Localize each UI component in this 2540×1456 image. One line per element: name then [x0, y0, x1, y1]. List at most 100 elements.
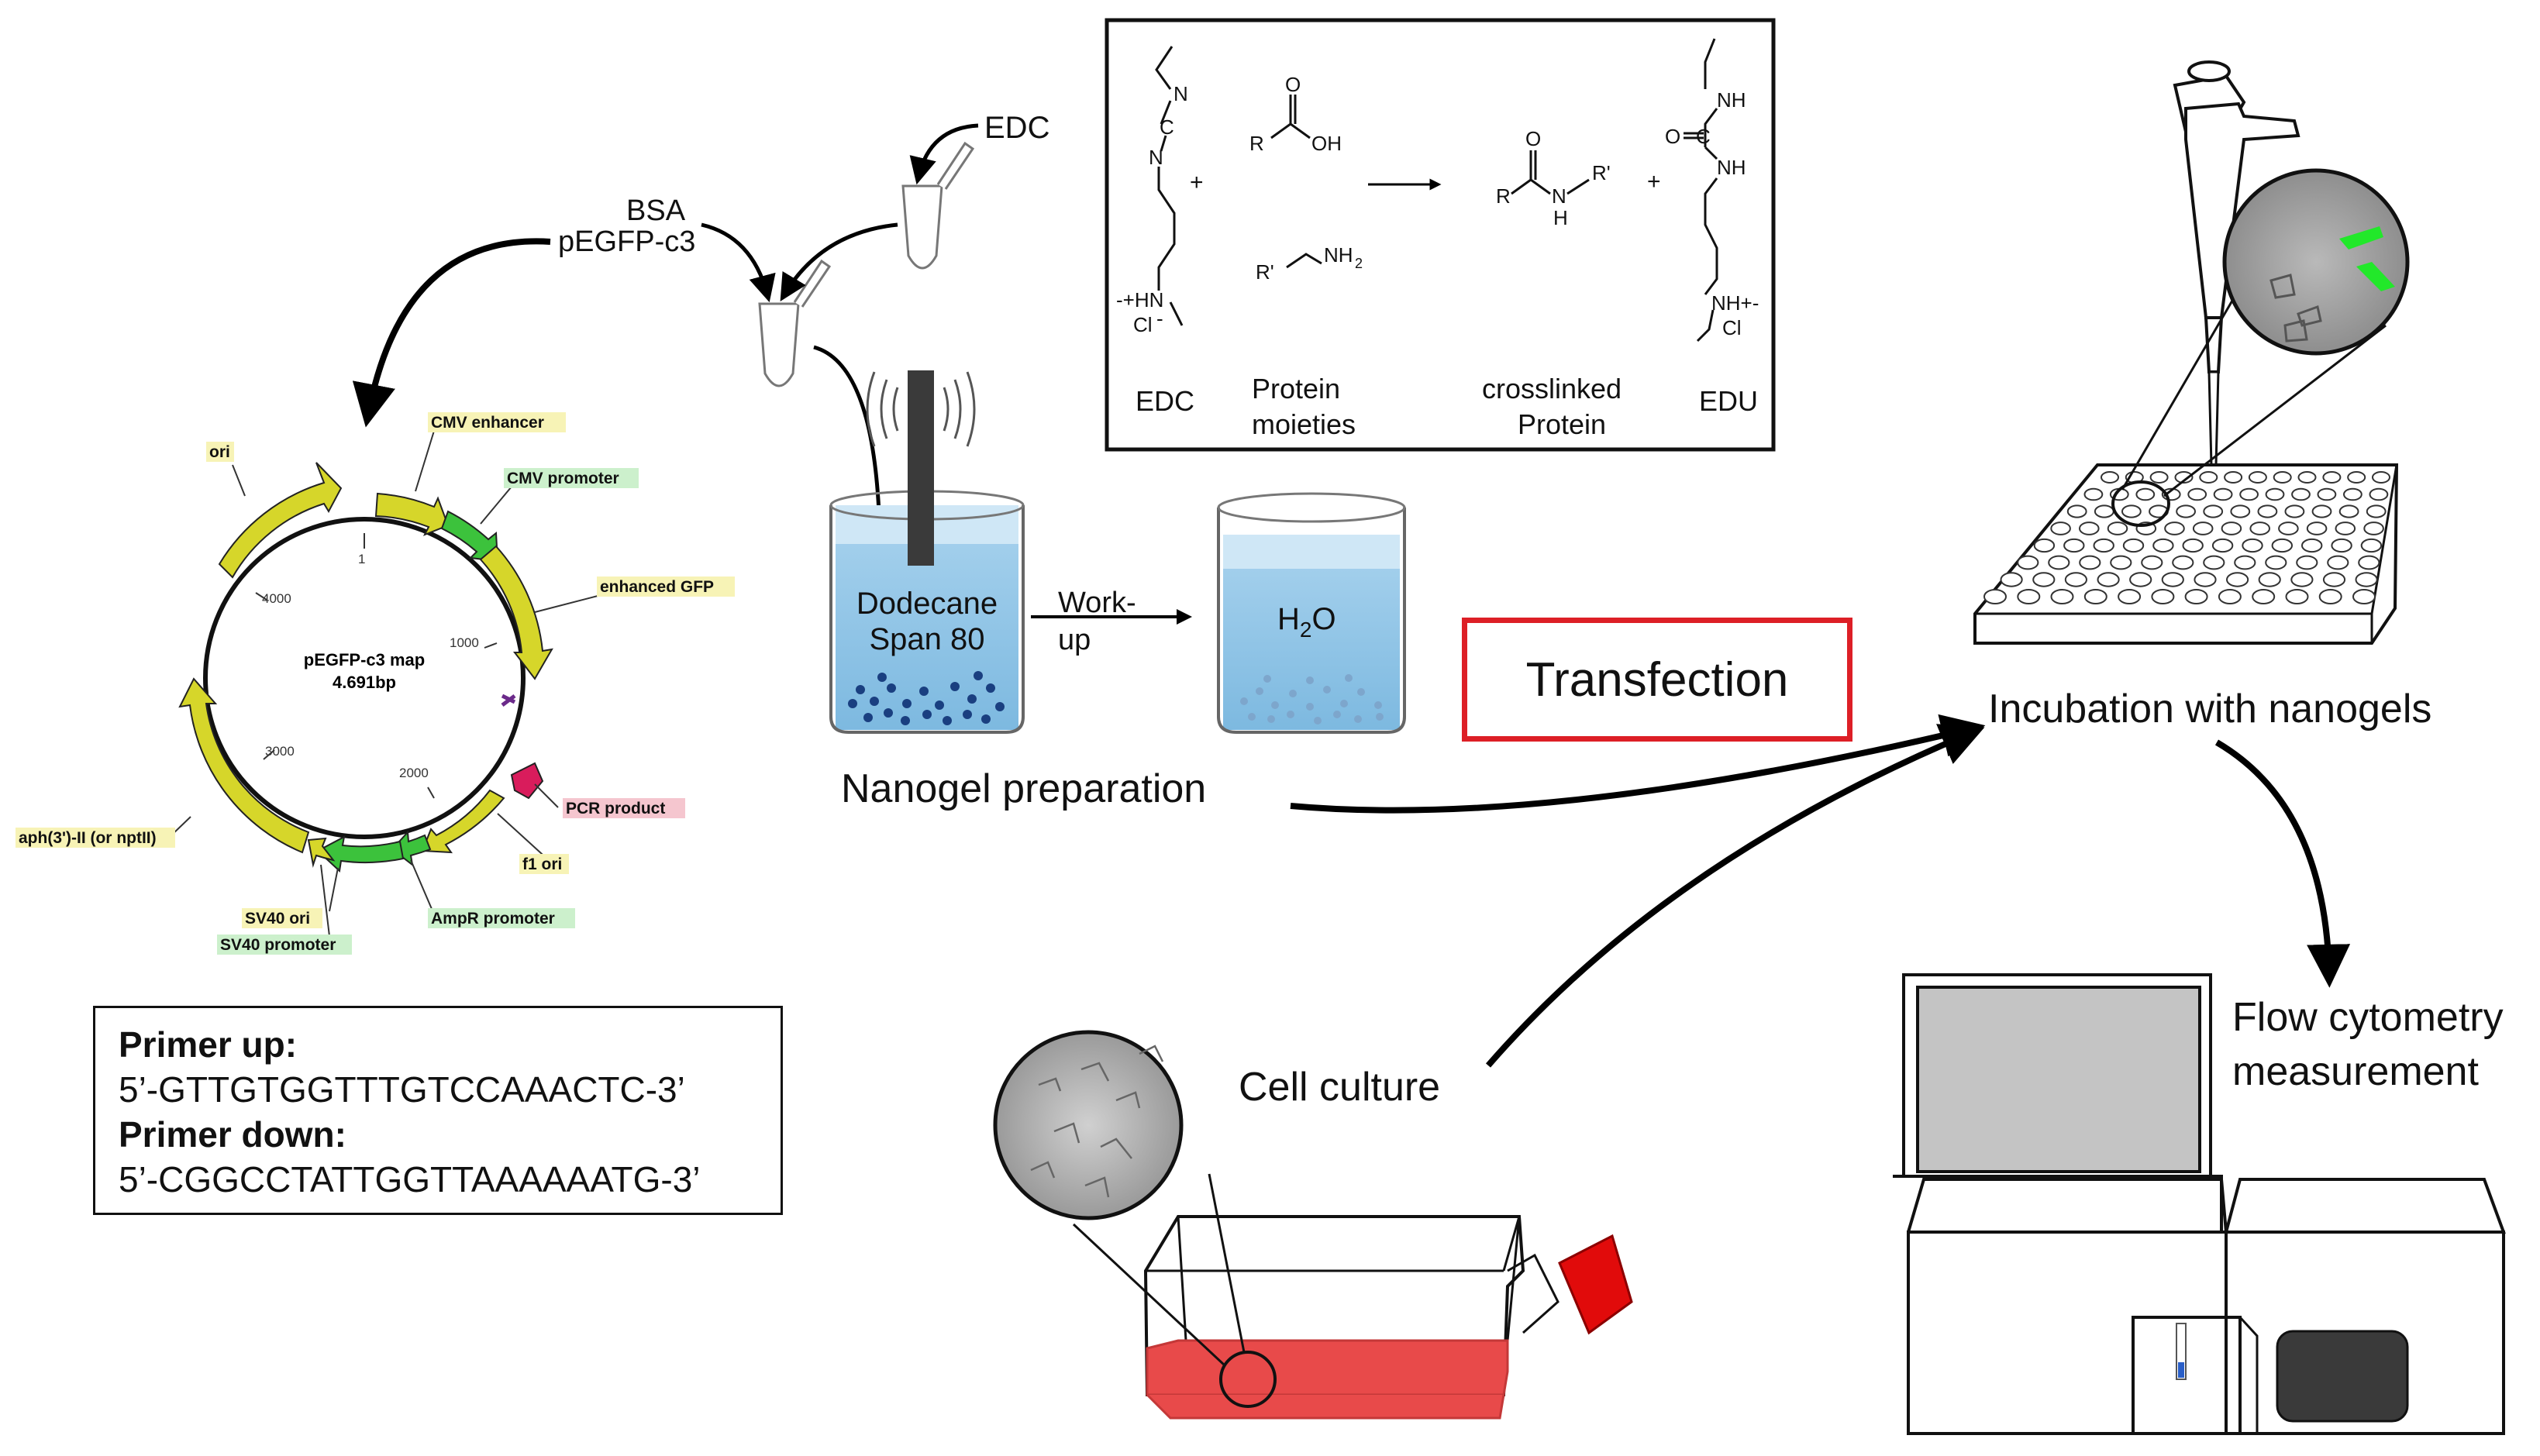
feature-arrow-aph — [178, 677, 310, 854]
well — [2184, 589, 2208, 604]
tick-3000: 3000 — [265, 744, 295, 759]
well — [2322, 572, 2346, 587]
atom-c1: C — [1160, 115, 1174, 139]
well — [2221, 521, 2242, 535]
feature-arrow-cmv-enhancer — [374, 492, 450, 536]
well — [2135, 487, 2156, 501]
feature-arrow-sv40-ori — [307, 837, 336, 868]
well — [2122, 538, 2145, 553]
arrow-nanogel-to-incubation — [1290, 714, 1986, 814]
well — [2097, 572, 2120, 587]
well — [2151, 589, 2175, 604]
primer-up-label: Primer up: — [119, 1024, 298, 1065]
atom-r1: R — [1249, 132, 1264, 155]
well — [2290, 572, 2314, 587]
caption-crosslinked-1: crosslinked — [1482, 373, 1622, 404]
feature-arrow-enhanced-gfp — [479, 545, 553, 680]
label-span80: Span 80 — [869, 622, 984, 656]
well — [2239, 487, 2259, 501]
well — [2033, 538, 2056, 553]
caption-protein-1: Protein — [1252, 373, 1340, 404]
well-plate-icon — [1973, 463, 2399, 645]
well — [2141, 555, 2163, 570]
label-sv40-ori: SV40 ori — [245, 910, 310, 928]
atom-r2: R — [1496, 184, 1511, 208]
well — [2211, 538, 2234, 553]
tick-1: 1 — [358, 552, 365, 566]
atom-r-prime-2: R' — [1592, 161, 1611, 184]
well — [2032, 572, 2056, 587]
well — [2203, 504, 2224, 518]
well — [2343, 487, 2363, 501]
well — [2291, 487, 2311, 501]
well — [2152, 538, 2174, 553]
tick-2000: 2000 — [399, 766, 429, 780]
tick-1000: 1000 — [450, 635, 479, 650]
label-workup-2: up — [1058, 624, 1091, 656]
caption-crosslinked-2: Protein — [1518, 408, 1606, 440]
label-cmv-enhancer: CMV enhancer — [431, 414, 544, 432]
atom-c-edu: C — [1696, 125, 1711, 148]
well — [2063, 538, 2085, 553]
well — [2107, 521, 2128, 535]
well — [2118, 589, 2142, 604]
well — [2335, 521, 2356, 535]
label-nanogel-preparation: Nanogel preparation — [841, 766, 1206, 811]
tubes-group: BSA pEGFP-c3 EDC — [352, 111, 1049, 543]
well — [2301, 538, 2323, 553]
well — [2093, 538, 2114, 553]
atom-h-amide: H — [1553, 206, 1568, 229]
well — [2172, 555, 2194, 570]
reaction-scheme: N C N -+HN Cl - + O R OH R' NH 2 O R N H… — [1105, 18, 1776, 452]
well — [2149, 471, 2169, 484]
well — [2265, 555, 2287, 570]
well — [2226, 572, 2249, 587]
label-workup-1: Work- — [1058, 587, 1136, 619]
label-pegfp: pEGFP-c3 — [558, 225, 695, 258]
well — [2050, 521, 2071, 535]
plasmid-size: 4.691bp — [333, 673, 396, 692]
well — [2338, 504, 2359, 518]
well — [2192, 521, 2214, 535]
caption-edc: EDC — [1136, 385, 1194, 417]
well — [2048, 555, 2070, 570]
well — [2129, 572, 2152, 587]
well — [2164, 521, 2185, 535]
atom-cl1: Cl — [1133, 313, 1153, 336]
atom-hn-plus: -+HN — [1116, 288, 1163, 312]
label-flow-1: Flow cytometry — [2232, 995, 2504, 1040]
arrow-incubation-to-flow — [2214, 739, 2351, 988]
feature-marker-site — [501, 694, 516, 707]
feature-arrow-ori — [218, 462, 343, 579]
well — [2017, 555, 2039, 570]
atom-oh: OH — [1311, 132, 1342, 155]
label-f1-ori: f1 ori — [522, 855, 562, 873]
caption-edu: EDU — [1699, 385, 1758, 417]
well — [2079, 521, 2100, 535]
well — [2297, 471, 2317, 484]
well — [2066, 504, 2087, 518]
well — [2278, 521, 2299, 535]
well — [2355, 572, 2378, 587]
atom-cl1-minus: - — [1156, 307, 1163, 330]
well — [2203, 555, 2225, 570]
well — [2194, 572, 2217, 587]
label-sv40-promoter: SV40 promoter — [220, 936, 336, 954]
well — [2327, 555, 2349, 570]
well — [2242, 538, 2263, 553]
plasmid-circle — [203, 517, 526, 839]
label-edc-top: EDC — [984, 111, 1049, 145]
atom-nh-plus: NH+- — [1711, 291, 1759, 315]
well — [2311, 504, 2332, 518]
well — [2230, 504, 2251, 518]
well — [2372, 471, 2390, 484]
atom-nh-edu-1: NH — [1717, 88, 1746, 112]
label-pcr-product: PCR product — [566, 800, 665, 817]
well — [2213, 487, 2233, 501]
label-transfection: Transfection — [1525, 652, 1789, 707]
beaker-water: H2O — [1217, 492, 1406, 734]
atom-o2: O — [1525, 127, 1541, 150]
well — [2322, 471, 2342, 484]
well — [2306, 521, 2328, 535]
